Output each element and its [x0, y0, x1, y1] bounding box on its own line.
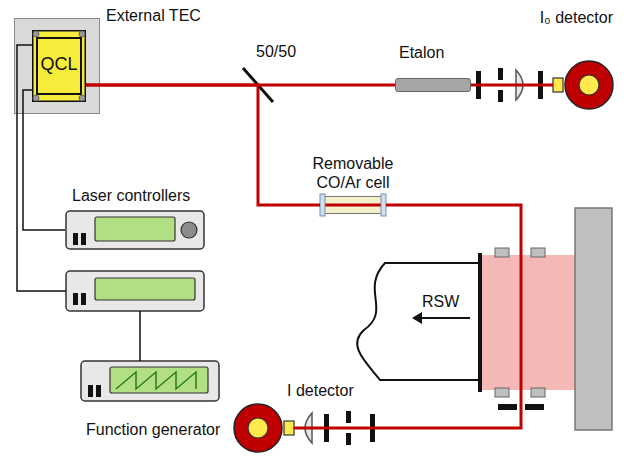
window-port [495, 388, 509, 397]
laser-controller-graphic [65, 210, 205, 250]
control-wire [23, 90, 65, 230]
gas-cell-graphic [320, 196, 386, 214]
aperture [346, 411, 351, 423]
laser-beam [294, 205, 521, 428]
laser-beam [471, 84, 553, 87]
etalon: Etalon [395, 78, 471, 92]
function-generator-graphic [80, 360, 220, 402]
detector-graphic [553, 58, 615, 112]
rsw-arrow [420, 317, 470, 319]
tec-housing-label: External TEC [106, 6, 218, 25]
detector-graphic [232, 402, 294, 454]
gas-cell-label: Removable CO/Ar cell [298, 154, 408, 192]
laser-beam [86, 85, 320, 205]
function-generator: Function generator [80, 360, 220, 402]
gas-cell: Removable CO/Ar cell [320, 196, 386, 214]
detector-label: I detector [287, 381, 387, 400]
splitter-ratio: 50/50 [256, 42, 296, 61]
control-wire [139, 311, 141, 361]
control-wire [17, 45, 66, 291]
test-section [480, 255, 575, 390]
wave-label: RSW [422, 292, 459, 311]
window-port [495, 248, 509, 257]
aperture [498, 90, 503, 102]
laser-chip: QCL [32, 30, 86, 102]
tec-housing: QCLExternal TEC [14, 18, 100, 114]
aperture [346, 433, 351, 445]
end-plate [575, 208, 612, 430]
function-generator-label: Function generator [86, 420, 246, 439]
detector-label: I₀ detector [483, 8, 613, 27]
aperture [498, 68, 503, 80]
laser-controller [66, 271, 204, 311]
detector: I detector [232, 402, 294, 454]
window-port [531, 248, 545, 257]
tube-end-wall [478, 253, 482, 392]
detector: I₀ detector [553, 58, 615, 112]
laser-controller-label: Laser controllers [72, 186, 222, 205]
laser-controller: Laser controllers [65, 210, 205, 250]
aperture [498, 404, 517, 410]
rsw-arrowhead [412, 312, 422, 324]
laser-chip-label: QCL [32, 55, 86, 74]
aperture [525, 404, 544, 410]
window-port [531, 388, 545, 397]
etalon-label: Etalon [399, 43, 469, 62]
shock-tube-wall [357, 263, 480, 380]
